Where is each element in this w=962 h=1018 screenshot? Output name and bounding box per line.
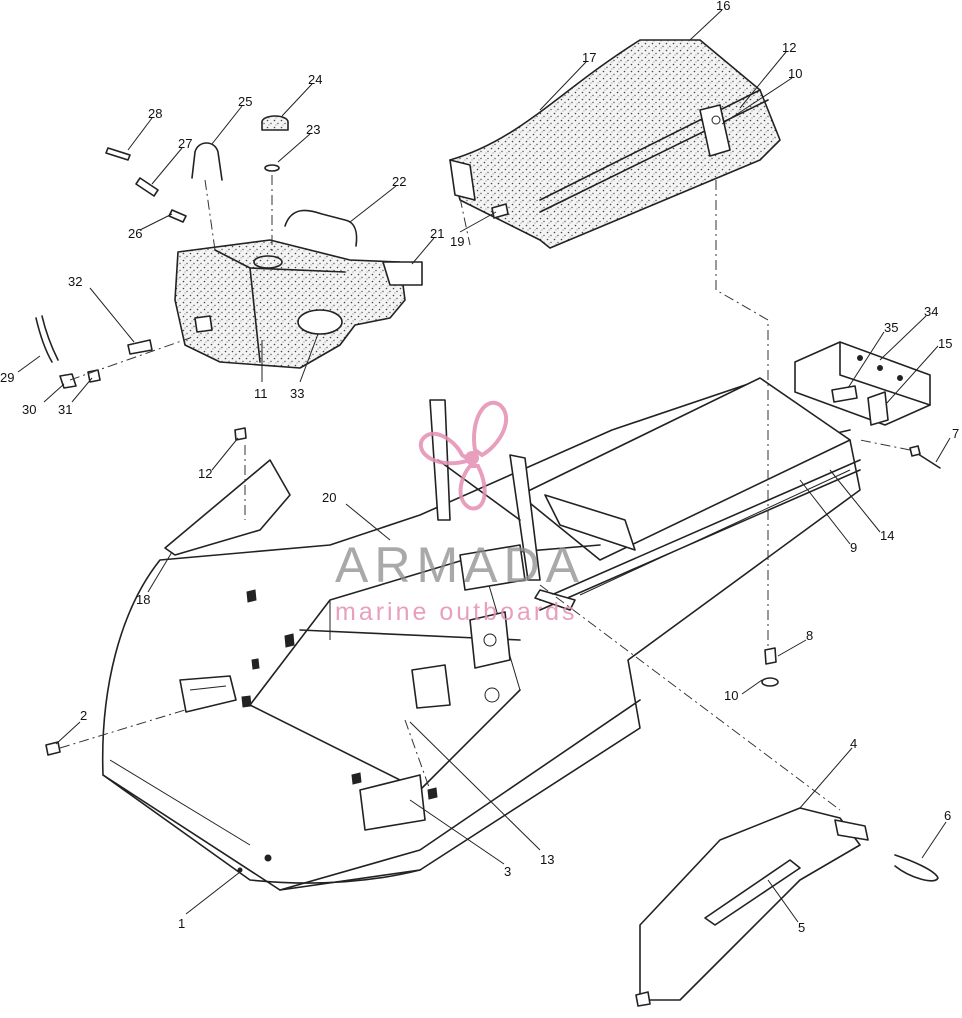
vent-fittings	[105, 147, 187, 223]
seat	[449, 39, 781, 249]
svg-text:12: 12	[198, 466, 212, 481]
callout-17: 17	[539, 50, 596, 111]
callout-30: 30	[22, 383, 65, 417]
svg-text:31: 31	[58, 402, 72, 417]
outlet-fittings	[35, 315, 153, 389]
bolt-front	[45, 741, 61, 756]
svg-text:4: 4	[850, 736, 857, 751]
callout-11: 11	[254, 340, 268, 401]
svg-text:11: 11	[254, 386, 268, 401]
svg-text:32: 32	[68, 274, 82, 289]
callout-1: 1	[178, 871, 241, 931]
callout-10: 10	[721, 66, 802, 125]
bolt	[764, 647, 777, 665]
callout-29: 29	[0, 355, 41, 385]
svg-text:26: 26	[128, 226, 142, 241]
fuel-tank	[174, 239, 423, 369]
callout-35: 35	[847, 320, 898, 389]
watermark-tagline: marine outboards	[335, 598, 578, 626]
svg-text:30: 30	[22, 402, 36, 417]
callout-6: 6	[921, 808, 951, 859]
nut	[234, 427, 247, 441]
callout-14: 14	[829, 469, 894, 543]
chassis-hull	[101, 377, 861, 891]
callout-9: 9	[799, 479, 857, 555]
svg-text:15: 15	[938, 336, 952, 351]
watermark-name: ARMADA	[335, 537, 585, 593]
callout-12: 12	[739, 40, 796, 109]
svg-text:23: 23	[306, 122, 320, 137]
callout-22: 22	[349, 174, 406, 223]
callout-18: 18	[136, 551, 173, 607]
guard	[635, 807, 939, 1007]
callout-15: 15	[885, 336, 952, 405]
svg-text:18: 18	[136, 592, 150, 607]
svg-text:35: 35	[884, 320, 898, 335]
svg-text:21: 21	[430, 226, 444, 241]
callout-12-lower: 12	[198, 437, 239, 481]
watermark: ARMADA marine outboards	[335, 400, 585, 626]
svg-text:25: 25	[238, 94, 252, 109]
svg-text:34: 34	[924, 304, 938, 319]
callout-33: 33	[290, 333, 319, 401]
callout-32: 32	[68, 274, 135, 343]
callout-13: 13	[409, 721, 554, 867]
callout-5: 5	[767, 879, 805, 935]
svg-text:14: 14	[880, 528, 894, 543]
svg-text:10: 10	[724, 688, 738, 703]
callout-26: 26	[128, 213, 173, 241]
svg-text:12: 12	[782, 40, 796, 55]
svg-text:5: 5	[798, 920, 805, 935]
callout-8: 8	[777, 628, 813, 657]
callout-21: 21	[411, 226, 444, 265]
svg-text:29: 29	[0, 370, 14, 385]
svg-text:8: 8	[806, 628, 813, 643]
callout-27: 27	[151, 136, 192, 185]
callouts: 16 12 10 17 24 25 28 23 27 22 26 21 19 3…	[0, 0, 959, 935]
svg-text:6: 6	[944, 808, 951, 823]
svg-text:16: 16	[716, 0, 730, 13]
propeller-logo-icon	[418, 400, 508, 511]
vent-hose	[191, 142, 223, 181]
svg-text:24: 24	[308, 72, 322, 87]
svg-text:28: 28	[148, 106, 162, 121]
assembly-lines	[59, 175, 911, 811]
callout-2: 2	[55, 708, 87, 745]
callout-4: 4	[799, 736, 857, 809]
callout-24: 24	[281, 72, 322, 117]
washer	[761, 677, 779, 687]
callout-10-lower: 10	[724, 679, 763, 703]
svg-text:13: 13	[540, 852, 554, 867]
callout-28: 28	[127, 106, 162, 151]
svg-text:22: 22	[392, 174, 406, 189]
svg-text:9: 9	[850, 540, 857, 555]
svg-text:27: 27	[178, 136, 192, 151]
svg-text:10: 10	[788, 66, 802, 81]
callout-7: 7	[935, 426, 959, 463]
fuel-cap	[261, 115, 289, 172]
svg-text:1: 1	[178, 916, 185, 931]
side-panel	[164, 459, 291, 556]
svg-text:2: 2	[80, 708, 87, 723]
svg-text:7: 7	[952, 426, 959, 441]
svg-text:19: 19	[450, 234, 464, 249]
callout-16: 16	[689, 0, 730, 41]
svg-text:20: 20	[322, 490, 336, 505]
svg-text:17: 17	[582, 50, 596, 65]
callout-23: 23	[277, 122, 320, 163]
svg-text:3: 3	[504, 864, 511, 879]
callout-25: 25	[211, 94, 252, 145]
svg-text:33: 33	[290, 386, 304, 401]
callout-19: 19	[450, 211, 497, 249]
callout-31: 31	[58, 377, 93, 417]
rear-bracket	[794, 341, 941, 469]
callout-20: 20	[322, 490, 391, 541]
callout-34: 34	[879, 304, 938, 361]
callout-3: 3	[409, 799, 511, 879]
fuel-line	[284, 209, 358, 247]
